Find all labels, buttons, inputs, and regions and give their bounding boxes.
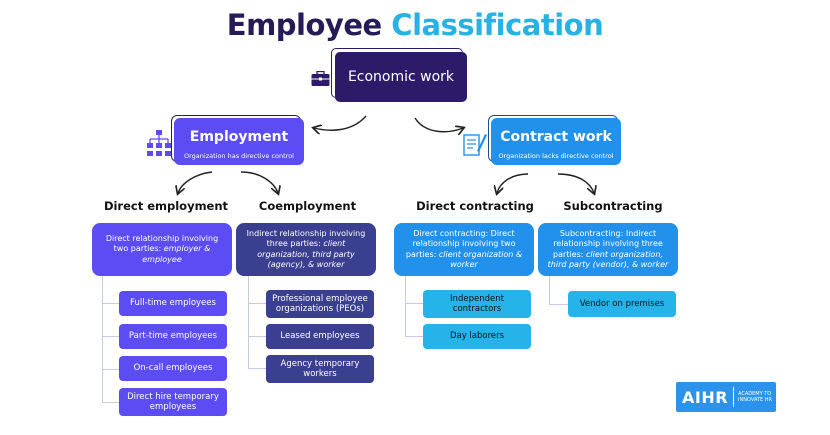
root-node: Economic work	[335, 52, 467, 102]
employment-node: Employment Organization has directive co…	[174, 118, 304, 165]
page-title: Employee Classification	[0, 8, 830, 42]
arrow-to-direct-employment	[178, 171, 213, 193]
coemployment-desc-main: Indirect relationship involving three pa…	[246, 228, 366, 249]
subcontracting-heading: Subcontracting	[563, 199, 663, 213]
direct-contracting-desc: Direct contracting: Direct relationship …	[394, 223, 534, 276]
employment-sub: Organization has directive control	[183, 152, 294, 160]
list-item: Direct hire temporary employees	[119, 388, 227, 416]
subcontracting-desc-italic: client organization, third party (vendor…	[547, 249, 669, 270]
coemployment-heading: Coemployment	[258, 199, 357, 213]
list-item: Professional employee organizations (PEO…	[266, 290, 374, 318]
list-item: On-call employees	[119, 356, 227, 381]
tree-line	[102, 336, 119, 337]
direct-employment-heading: Direct employment	[103, 199, 229, 213]
arrow-to-contract	[414, 117, 463, 132]
employment-label: Employment	[189, 129, 289, 145]
tree-line	[549, 276, 550, 304]
contract-label: Contract work	[500, 129, 612, 145]
contract-sub: Organization lacks directive control	[498, 152, 614, 160]
aihr-logo: AIHR ACADEMY TO INNOVATE HR	[676, 382, 776, 412]
direct-contracting-desc-italic: client organization & worker	[438, 249, 523, 270]
list-item: Leased employees	[266, 324, 374, 349]
arrow-to-employment	[314, 115, 367, 130]
direct-employment-desc-main: Direct relationship involving two partie…	[105, 233, 219, 254]
tree-line	[405, 336, 423, 337]
list-item: Independent contractors	[423, 290, 531, 318]
list-item: Full-time employees	[119, 291, 227, 316]
contract-document-icon	[463, 134, 487, 156]
list-item: Day laborers	[423, 324, 531, 349]
direct-employment-desc-italic: employer & employee	[142, 244, 211, 264]
tree-line	[248, 303, 266, 304]
logo-tagline: ACADEMY TO INNOVATE HR	[734, 391, 772, 403]
tree-line	[102, 276, 103, 403]
tree-line	[248, 336, 266, 337]
arrow-to-direct-contracting	[497, 173, 529, 193]
list-item: Vendor on premises	[568, 291, 676, 317]
title-part2: Classification	[391, 8, 604, 42]
coemployment-desc: Indirect relationship involving three pa…	[236, 223, 376, 276]
tree-line	[248, 368, 266, 369]
list-item: Agency temporary workers	[266, 355, 374, 383]
tree-line	[405, 303, 423, 304]
logo-brand: AIHR	[682, 387, 729, 407]
arrow-to-subcontracting	[557, 173, 594, 193]
org-chart-icon	[147, 130, 171, 156]
direct-contracting-heading: Direct contracting	[416, 199, 534, 213]
tree-line	[549, 304, 568, 305]
tree-line	[102, 303, 119, 304]
subcontracting-desc-main: Subcontracting: Indirect relationship in…	[553, 228, 663, 259]
tree-line	[102, 369, 119, 370]
list-item: Part-time employees	[119, 324, 227, 349]
arrow-to-coemployment	[240, 171, 278, 193]
contract-node: Contract work Organization lacks directi…	[491, 118, 621, 165]
tree-line	[248, 276, 249, 368]
tree-line	[405, 276, 406, 336]
logo-tagline-line2: INNOVATE HR	[738, 397, 773, 403]
direct-contracting-desc-main: Direct contracting: Direct relationship …	[405, 228, 516, 259]
direct-employment-desc: Direct relationship involving two partie…	[92, 223, 232, 276]
briefcase-icon	[311, 71, 330, 86]
subcontracting-desc: Subcontracting: Indirect relationship in…	[538, 223, 678, 276]
coemployment-desc-italic: client organization, third party (agency…	[257, 239, 355, 269]
logo-divider	[733, 387, 735, 407]
logo-tagline-line1: ACADEMY TO	[738, 391, 772, 397]
title-part1: Employee	[226, 8, 382, 42]
tree-line	[102, 402, 119, 403]
root-label: Economic work	[347, 69, 455, 85]
